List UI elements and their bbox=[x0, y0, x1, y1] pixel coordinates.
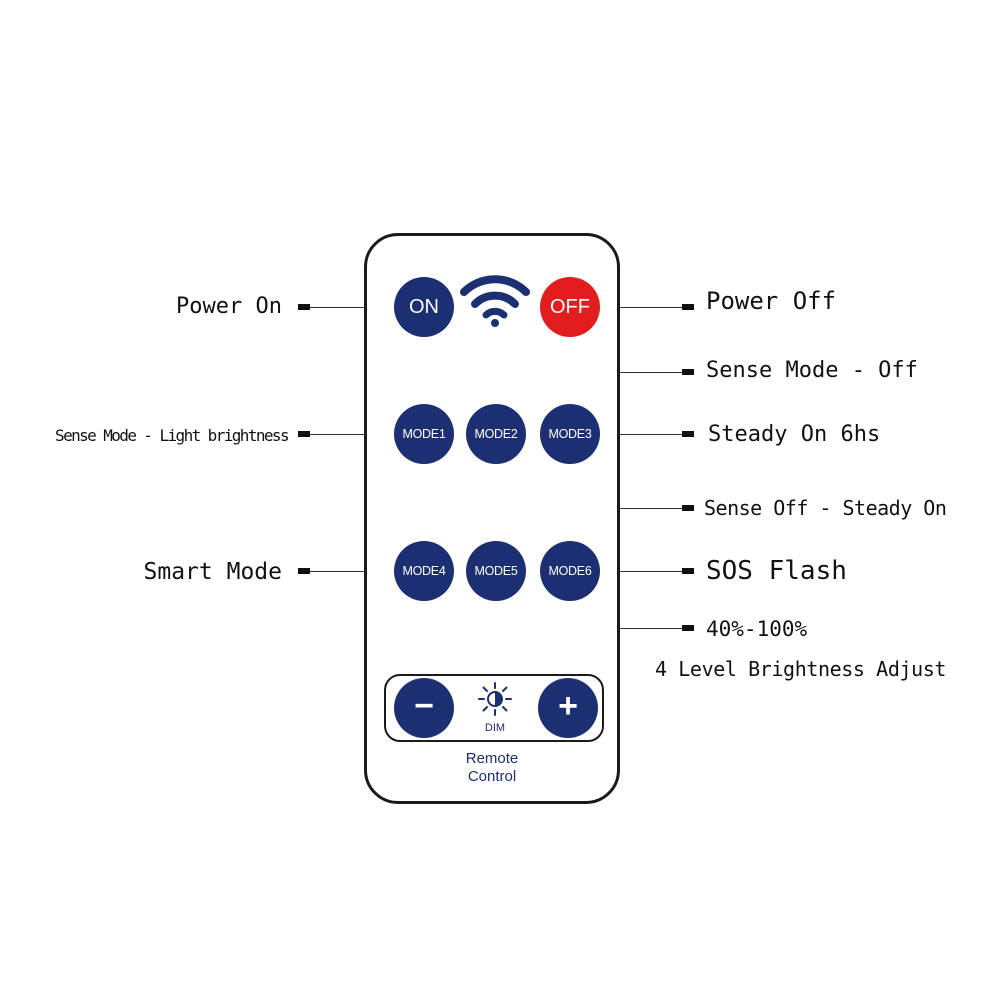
plus-button[interactable]: + bbox=[538, 678, 598, 738]
off-button-label: OFF bbox=[550, 295, 590, 318]
connector-sense-light bbox=[304, 434, 394, 435]
label-sense-off-steady: Sense Off - Steady On bbox=[704, 496, 947, 520]
dim-panel bbox=[384, 674, 604, 742]
label-smart-mode: Smart Mode bbox=[143, 559, 282, 585]
label-sos-flash: SOS Flash bbox=[706, 556, 847, 586]
remote-label-line2: Control bbox=[467, 768, 517, 785]
label-sense-mode-off: Sense Mode - Off bbox=[706, 358, 918, 383]
mode6-button[interactable]: MODE6 bbox=[540, 541, 600, 601]
minus-button[interactable]: − bbox=[394, 678, 454, 738]
remote-control-label: Remote Control bbox=[432, 750, 552, 786]
mode4-button[interactable]: MODE4 bbox=[394, 541, 454, 601]
off-button[interactable]: OFF bbox=[540, 277, 600, 337]
connector-cap bbox=[682, 369, 694, 375]
mode5-label: MODE5 bbox=[474, 564, 518, 578]
on-button-label: ON bbox=[409, 295, 439, 318]
label-brightness-range: 40%-100% bbox=[706, 617, 808, 641]
connector-cap bbox=[682, 304, 694, 310]
minus-label: − bbox=[414, 686, 434, 725]
remote-label-line1: Remote bbox=[465, 750, 519, 767]
mode6-label: MODE6 bbox=[548, 564, 592, 578]
label-power-on: Power On bbox=[176, 294, 282, 319]
mode3-button[interactable]: MODE3 bbox=[540, 404, 600, 464]
connector-sos bbox=[600, 571, 686, 572]
connector-smart-mode bbox=[304, 571, 394, 572]
connector-steady-on bbox=[600, 434, 686, 435]
mode5-button[interactable]: MODE5 bbox=[466, 541, 526, 601]
mode1-label: MODE1 bbox=[402, 427, 446, 441]
mode3-label: MODE3 bbox=[548, 427, 592, 441]
dim-label: DIM bbox=[484, 722, 506, 734]
label-power-off: Power Off bbox=[706, 287, 837, 315]
connector-power-on bbox=[304, 307, 394, 308]
on-button[interactable]: ON bbox=[394, 277, 454, 337]
label-brightness-adjust: 4 Level Brightness Adjust bbox=[655, 657, 947, 681]
brightness-sun-icon bbox=[476, 680, 514, 718]
mode1-button[interactable]: MODE1 bbox=[394, 404, 454, 464]
connector-cap bbox=[682, 505, 694, 511]
connector-cap bbox=[298, 568, 310, 574]
mode4-label: MODE4 bbox=[402, 564, 446, 578]
connector-cap bbox=[298, 304, 310, 310]
mode2-label: MODE2 bbox=[474, 427, 518, 441]
wifi-signal-icon bbox=[460, 272, 530, 328]
label-steady-on: Steady On 6hs bbox=[708, 422, 881, 447]
connector-power-off bbox=[600, 307, 686, 308]
connector-cap bbox=[298, 431, 310, 437]
connector-cap bbox=[682, 431, 694, 437]
connector-cap bbox=[682, 568, 694, 574]
plus-label: + bbox=[558, 687, 578, 725]
label-sense-mode-light: Sense Mode - Light brightness bbox=[55, 426, 290, 445]
mode2-button[interactable]: MODE2 bbox=[466, 404, 526, 464]
connector-cap bbox=[682, 625, 694, 631]
